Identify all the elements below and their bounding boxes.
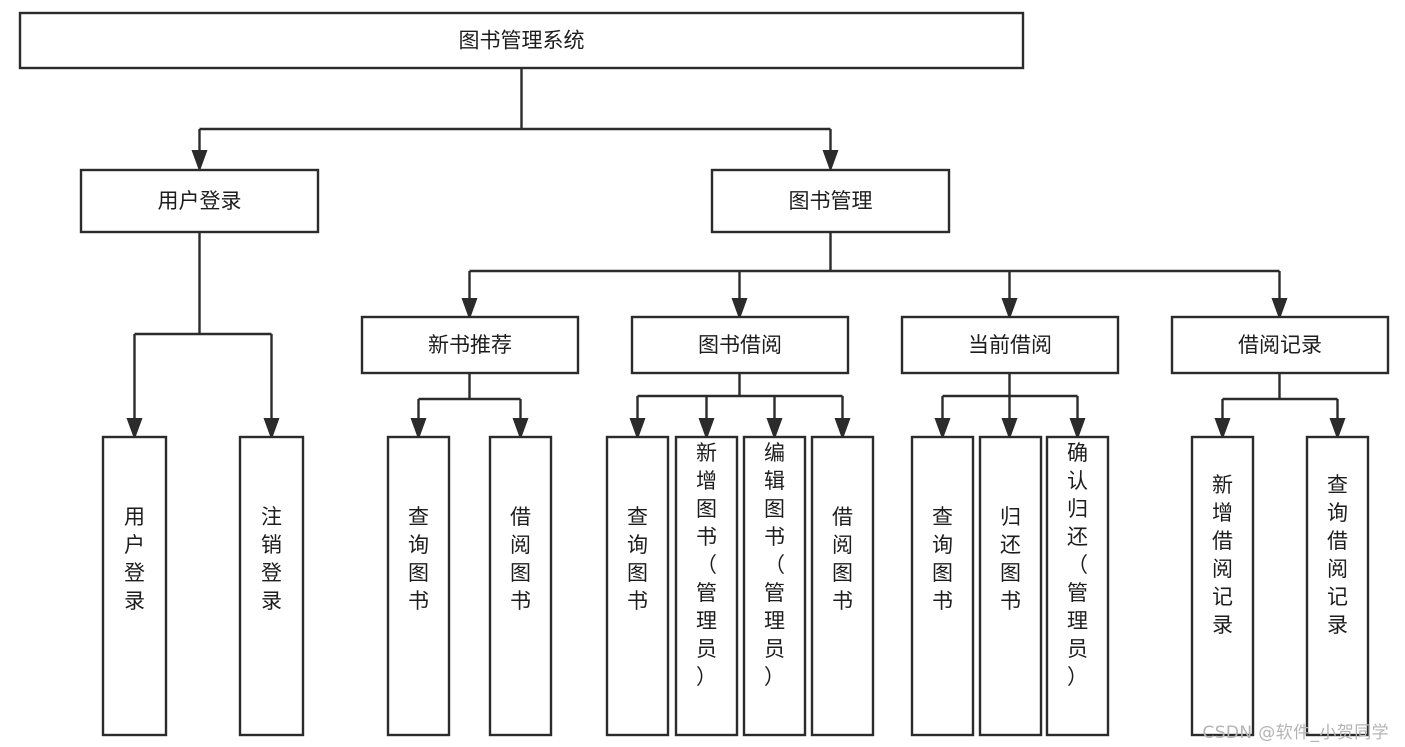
node-root-box[interactable] xyxy=(18,11,1025,70)
leaf-node[interactable]: 借阅图书 xyxy=(810,435,875,737)
node-borrow-records-box[interactable] xyxy=(1170,315,1390,375)
leaf-records-query-box[interactable] xyxy=(1305,435,1370,737)
leaf-user-login-logout-box[interactable] xyxy=(238,435,305,737)
node-user-login-label: 用户登录 xyxy=(158,189,242,213)
arrowhead-to-user-login xyxy=(191,150,208,172)
node-book-management-box[interactable] xyxy=(710,168,951,234)
node-borrow-records-label: 借阅记录 xyxy=(1238,333,1322,357)
leaf-node[interactable]: 查询图书 xyxy=(910,435,975,737)
leaf-node[interactable]: 注销登录 xyxy=(238,435,305,737)
node-new-book-recommend-label: 新书推荐 xyxy=(428,333,512,357)
leaf-node[interactable]: 新增图书（管理员） xyxy=(674,435,739,737)
node-book-borrow-label: 图书借阅 xyxy=(698,333,782,357)
leaf-user-login-login-box[interactable] xyxy=(101,435,168,737)
node-new-book-recommend-box[interactable] xyxy=(360,315,580,375)
node-book-borrow[interactable]: 图书借阅 xyxy=(630,315,850,375)
leaf-borrow-query-box[interactable] xyxy=(605,435,670,737)
leaf-borrow-add-label: 新增图书（管理员） xyxy=(696,441,717,689)
leaf-newbook-borrow-box[interactable] xyxy=(488,435,553,737)
node-user-login[interactable]: 用户登录 xyxy=(79,168,320,234)
connector-group xyxy=(133,68,1339,418)
node-new-book-recommend[interactable]: 新书推荐 xyxy=(360,315,580,375)
leaf-node[interactable]: 编辑图书（管理员） xyxy=(742,435,807,737)
node-user-login-box[interactable] xyxy=(79,168,320,234)
leaf-current-return-label: 归还图书 xyxy=(1000,505,1021,613)
node-current-borrow[interactable]: 当前借阅 xyxy=(900,315,1120,375)
node-book-borrow-box[interactable] xyxy=(630,315,850,375)
arrowhead-to-book-mgmt xyxy=(822,150,839,172)
leaf-node[interactable]: 查询图书 xyxy=(386,435,451,737)
leaf-borrow-query-label: 查询图书 xyxy=(627,505,648,613)
leaf-node[interactable]: 归还图书 xyxy=(978,435,1043,737)
node-current-borrow-label: 当前借阅 xyxy=(968,333,1052,357)
leaf-newbook-query-box[interactable] xyxy=(386,435,451,737)
leaf-current-return-box[interactable] xyxy=(978,435,1043,737)
leaf-node[interactable]: 确认归还（管理员） xyxy=(1045,435,1110,737)
node-current-borrow-box[interactable] xyxy=(900,315,1120,375)
leaf-borrow-edit-box[interactable] xyxy=(742,435,807,737)
leaf-current-confirm-label: 确认归还（管理员） xyxy=(1067,441,1088,689)
leaf-borrow-edit-label: 编辑图书（管理员） xyxy=(764,441,785,689)
leaf-borrow-borrow-box[interactable] xyxy=(810,435,875,737)
leaf-newbook-query-label: 查询图书 xyxy=(408,505,429,613)
leaf-node[interactable]: 新增借阅记录 xyxy=(1190,435,1255,737)
leaf-borrow-borrow-label: 借阅图书 xyxy=(832,505,853,613)
node-book-management-label: 图书管理 xyxy=(789,189,873,213)
leaf-node[interactable]: 用户登录 xyxy=(101,435,168,737)
leaf-node[interactable]: 查询借阅记录 xyxy=(1305,435,1370,737)
node-book-management[interactable]: 图书管理 xyxy=(710,168,951,234)
leaf-user-login-login-label: 用户登录 xyxy=(124,505,145,613)
leaf-node[interactable]: 借阅图书 xyxy=(488,435,553,737)
leaf-user-login-logout-label: 注销登录 xyxy=(261,505,282,613)
leaf-records-query-label: 查询借阅记录 xyxy=(1327,473,1348,637)
leaf-newbook-borrow-label: 借阅图书 xyxy=(510,505,531,613)
leaf-borrow-add-box[interactable] xyxy=(674,435,739,737)
node-root[interactable]: 图书管理系统 xyxy=(18,11,1025,70)
node-borrow-records[interactable]: 借阅记录 xyxy=(1170,315,1390,375)
leaf-records-add-box[interactable] xyxy=(1190,435,1255,737)
node-root-label: 图书管理系统 xyxy=(459,29,585,53)
leaf-node[interactable]: 查询图书 xyxy=(605,435,670,737)
leaf-current-query-box[interactable] xyxy=(910,435,975,737)
leaf-current-confirm-box[interactable] xyxy=(1045,435,1110,737)
leaf-records-add-label: 新增借阅记录 xyxy=(1212,473,1233,637)
leaf-current-query-label: 查询图书 xyxy=(932,505,953,613)
